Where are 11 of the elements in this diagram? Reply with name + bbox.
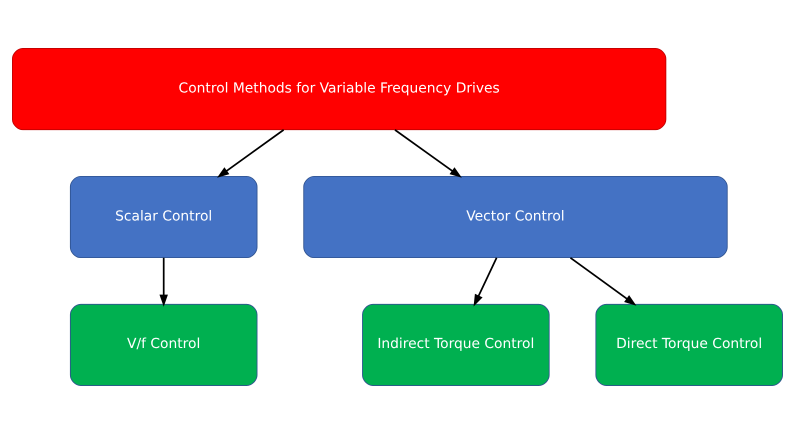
node-box: Scalar Control: [70, 175, 258, 258]
arrow: [474, 256, 498, 306]
node-box: Direct Torque Control: [595, 303, 783, 386]
arrow: [217, 128, 284, 178]
arrow: [394, 128, 462, 178]
arrow: [159, 257, 168, 306]
node-box: Vector Control: [303, 175, 728, 258]
node-box: V/f Control: [70, 303, 258, 386]
arrow: [570, 256, 636, 306]
node-box: Indirect Torque Control: [362, 303, 550, 386]
node-box: Control Methods for Variable Frequency Drives: [12, 48, 666, 130]
